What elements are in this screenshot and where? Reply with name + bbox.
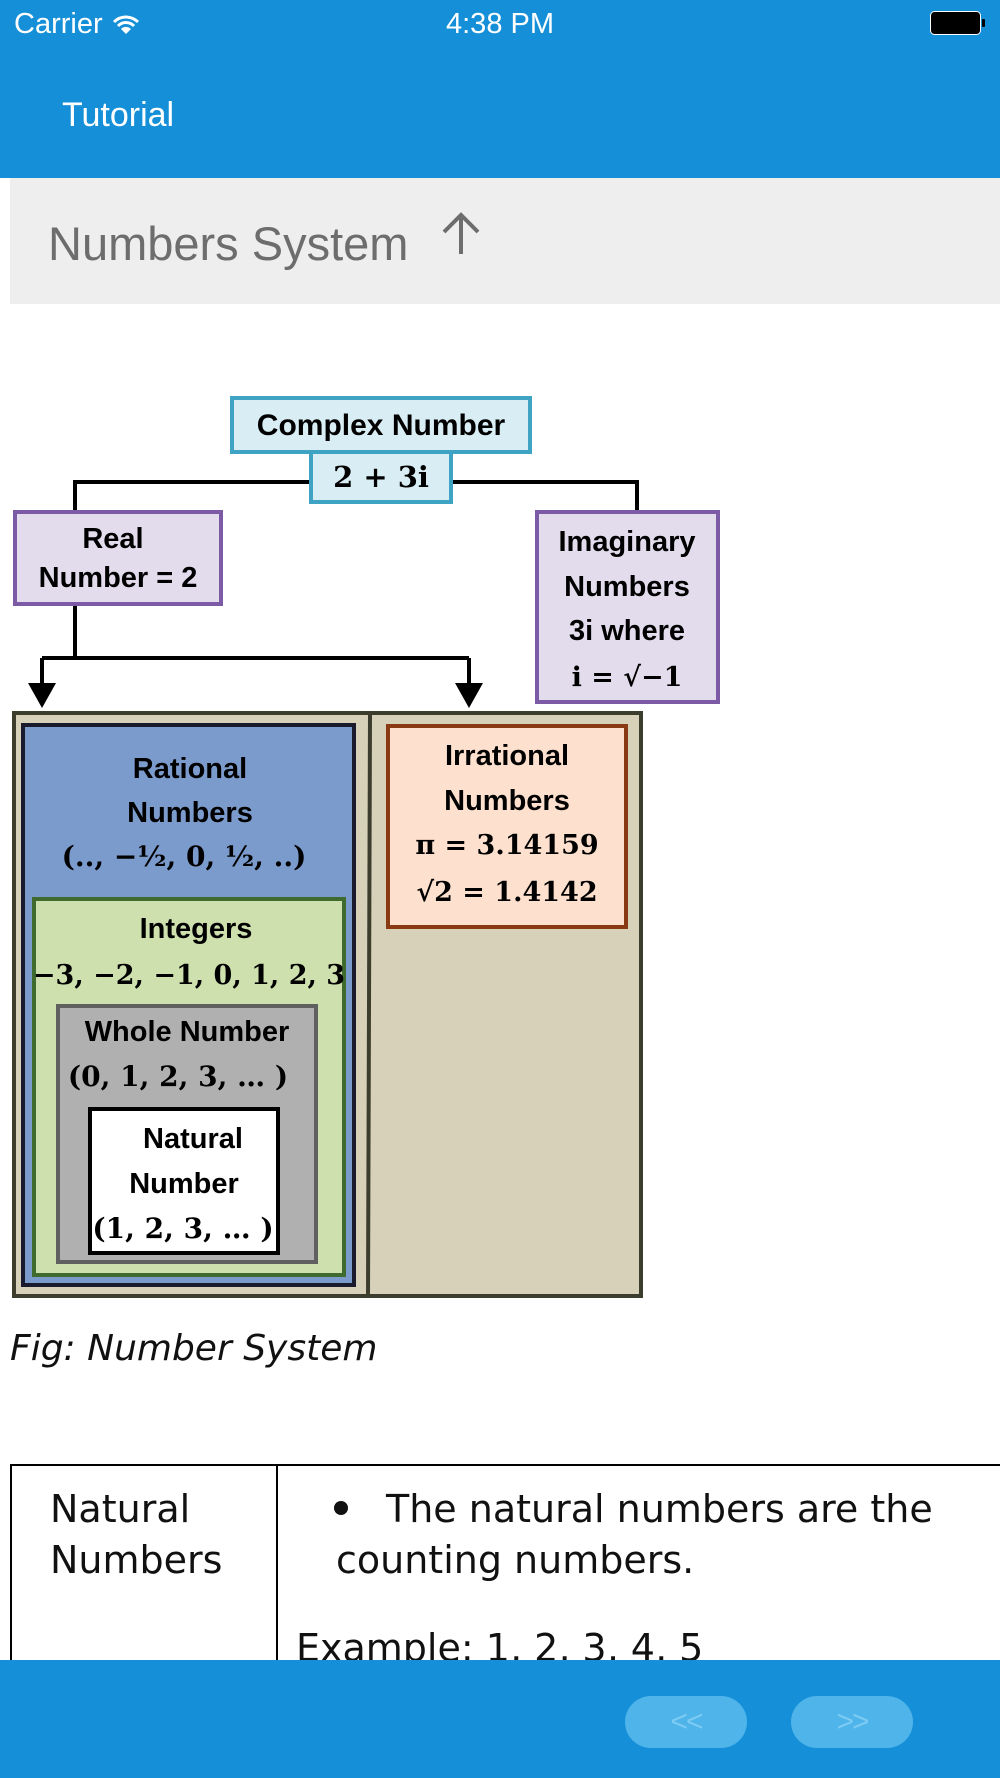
irrational-line3: π = 3.14159 <box>415 830 598 861</box>
imaginary-line4: i = √−1 <box>572 662 683 693</box>
term-line1: Natural <box>50 1487 191 1531</box>
irrational-line1: Irrational <box>445 740 569 772</box>
imaginary-number-box: Imaginary Numbers 3i where i = √−1 <box>535 510 720 704</box>
battery-icon <box>930 11 985 35</box>
status-bar: Carrier 4:38 PM <box>0 0 1000 50</box>
real-line1: Real <box>82 523 143 555</box>
arrow-left-head <box>28 683 56 708</box>
back-label: Tutorial <box>62 95 175 134</box>
previous-label: << <box>670 1705 703 1738</box>
table-term-cell: Natural Numbers <box>12 1466 278 1766</box>
whole-values: (0, 1, 2, 3, … ) <box>68 1060 288 1093</box>
next-label: >> <box>836 1705 869 1738</box>
real-number-box: Real Number = 2 <box>13 510 223 606</box>
irrational-line4: √2 = 1.4142 <box>416 877 597 908</box>
complex-title: Complex Number <box>257 409 506 442</box>
bullet-text: The natural numbers are the counting num… <box>336 1487 933 1582</box>
natural-line2: Number <box>129 1168 239 1200</box>
imaginary-line3: 3i where <box>569 615 685 647</box>
back-button[interactable]: Tutorial <box>36 90 174 140</box>
navigation-bar: Tutorial <box>0 50 1000 178</box>
arrow-right-head <box>455 683 483 708</box>
rational-line2: Numbers <box>127 797 253 829</box>
real-line2: Number = 2 <box>39 562 198 594</box>
wifi-icon <box>112 15 139 34</box>
integers-values: −3, −2, −1, 0, 1, 2, 3 <box>33 960 345 991</box>
section-title: Numbers System <box>48 217 409 270</box>
status-time: 4:38 PM <box>446 8 554 40</box>
imaginary-line1: Imaginary <box>559 526 696 558</box>
natural-line1: Natural <box>143 1123 243 1155</box>
carrier-info: Carrier <box>14 8 139 41</box>
natural-values: (1, 2, 3, … ) <box>92 1212 273 1245</box>
carrier-label: Carrier <box>14 8 103 40</box>
bullet-icon <box>334 1501 348 1515</box>
irrational-line2: Numbers <box>444 785 570 817</box>
natural-number-box: Natural Number (1, 2, 3, … ) <box>88 1107 280 1255</box>
previous-button[interactable]: << <box>625 1696 747 1748</box>
container-divider <box>366 712 372 1297</box>
number-system-diagram: Complex Number 2 + 3i Real Number = 2 Im… <box>12 396 720 1298</box>
integers-title: Integers <box>140 913 253 945</box>
rational-line1: Rational <box>133 753 247 785</box>
arrow-up-icon[interactable] <box>440 212 482 260</box>
table-term: Natural Numbers <box>50 1484 222 1586</box>
complex-example: 2 + 3i <box>333 460 429 494</box>
next-button[interactable]: >> <box>791 1696 913 1748</box>
section-header[interactable]: Numbers System <box>10 178 1000 304</box>
imaginary-line2: Numbers <box>564 571 690 603</box>
complex-number-box: Complex Number 2 + 3i <box>230 396 532 504</box>
whole-title: Whole Number <box>85 1016 290 1048</box>
figure-caption: Fig: Number System <box>10 1328 378 1369</box>
rational-line3: (.., −½, 0, ½, ..) <box>62 840 307 873</box>
term-line2: Numbers <box>50 1538 223 1582</box>
irrational-numbers-box: Irrational Numbers π = 3.14159 √2 = 1.41… <box>386 724 628 929</box>
bottom-toolbar: << >> <box>0 1660 1000 1778</box>
